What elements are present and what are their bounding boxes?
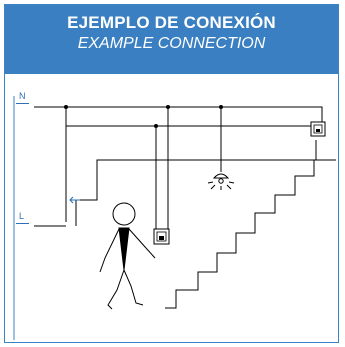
person-figure-icon <box>99 202 156 310</box>
title-english: EXAMPLE CONNECTION <box>77 35 266 52</box>
neutral-underline <box>16 103 29 104</box>
junction-dot <box>154 124 158 128</box>
switch-arrow-icon <box>69 196 80 204</box>
wiring-lines <box>34 106 323 229</box>
title-spanish: EJEMPLO DE CONEXIÓN <box>67 13 276 32</box>
neutral-label: N <box>19 91 26 101</box>
pushbutton-switch-icon <box>153 228 170 245</box>
junction-dots <box>64 105 223 128</box>
diagram-frame: EJEMPLO DE CONEXIÓN EXAMPLE CONNECTION <box>4 4 339 343</box>
junction-dot <box>166 105 170 109</box>
neutral-wire <box>34 106 323 122</box>
line-underline <box>16 223 29 224</box>
traveller-wire-bottom <box>96 140 317 164</box>
junction-dot <box>64 105 68 109</box>
header-bar: EJEMPLO DE CONEXIÓN EXAMPLE CONNECTION <box>5 5 338 74</box>
line-label: L <box>19 211 25 221</box>
junction-dot <box>219 105 223 109</box>
pushbutton-switch-icon <box>310 121 326 137</box>
stairs <box>165 159 336 309</box>
lamp-icon <box>207 173 235 190</box>
